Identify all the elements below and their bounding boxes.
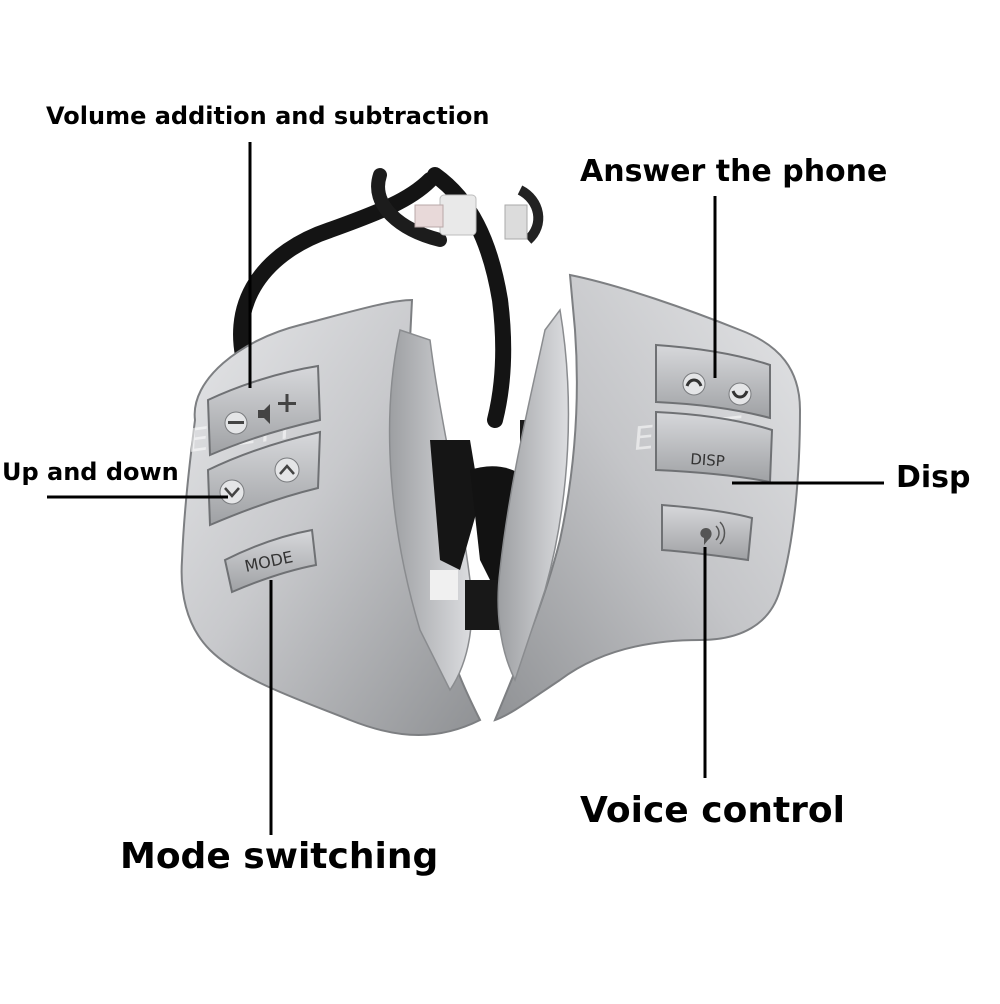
chevron-down-icon [219,479,245,505]
label-volume: Volume addition and subtraction [46,102,490,130]
label-disp: Disp [896,460,971,495]
voice-button[interactable] [661,503,754,562]
volume-button[interactable] [206,364,322,457]
mode-button[interactable]: MODE [223,528,318,594]
label-answer-phone: Answer the phone [580,154,888,189]
callout-lines [47,142,884,835]
disp-button[interactable]: DISP [655,410,774,484]
minus-icon [224,411,248,435]
plus-icon [278,394,296,412]
phone-hangup-icon [728,382,752,406]
phone-pickup-icon [682,372,706,396]
up-down-button[interactable] [206,430,322,527]
label-voice-control: Voice control [580,790,845,831]
chevron-up-icon [274,457,300,483]
label-mode-switching: Mode switching [120,836,439,877]
speaker-icon [258,404,270,424]
label-up-down: Up and down [2,458,179,486]
phone-button[interactable] [655,343,771,420]
wire-connector [414,194,528,240]
disp-button-label: DISP [690,450,726,470]
right-switch-housing: EIFETT [493,273,802,722]
voice-talk-icon [700,521,726,545]
